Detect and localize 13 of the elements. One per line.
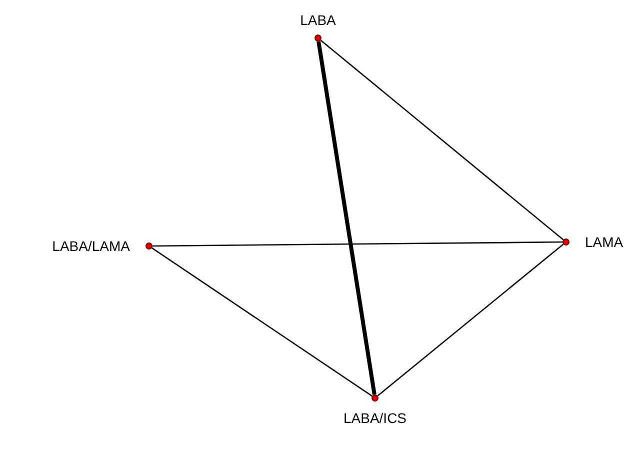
connection-line — [152, 241, 562, 247]
connection-line — [320, 40, 564, 240]
node-label: LABA/LAMA — [52, 238, 130, 254]
node-label: LABA — [300, 12, 336, 28]
connection-line — [152, 247, 372, 397]
node-dot — [314, 34, 322, 42]
connection-line — [316, 41, 376, 395]
node-label: LABA/ICS — [343, 410, 407, 426]
node-dot — [146, 242, 152, 250]
node-label: LAMA — [585, 234, 624, 250]
connection-line — [377, 244, 564, 396]
node-dot — [372, 394, 378, 402]
node-dot — [562, 238, 570, 246]
